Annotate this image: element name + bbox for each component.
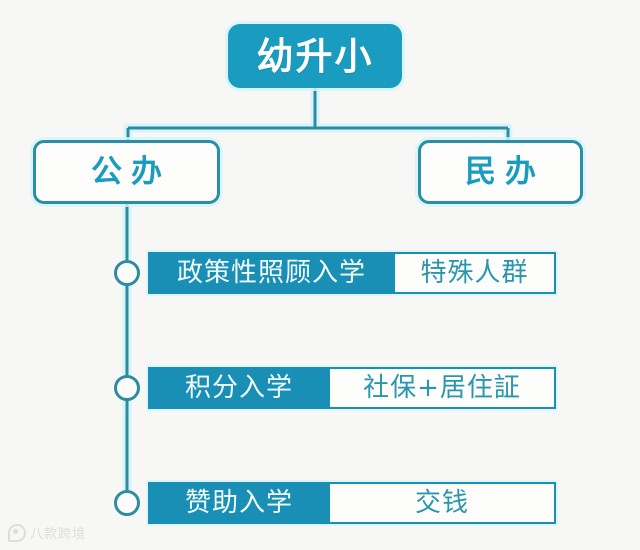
timeline-node-1[interactable] xyxy=(114,260,140,286)
item-3-label: 赞助入学 xyxy=(148,482,330,524)
owl-logo-icon xyxy=(8,523,26,542)
watermark: 八款跨境 xyxy=(8,523,86,542)
branch-node-private-label: 民办 xyxy=(465,153,545,190)
watermark-text: 八款跨境 xyxy=(30,527,87,542)
item-row[interactable]: 政策性照顾入学 特殊人群 xyxy=(148,252,556,294)
root-node-youshengxiao[interactable]: 幼升小 xyxy=(228,24,402,88)
item-2-value: 社保+居住証 xyxy=(330,367,556,409)
branch-node-private[interactable]: 民办 xyxy=(418,140,583,204)
item-2-label: 积分入学 xyxy=(148,367,330,409)
item-row[interactable]: 积分入学 社保+居住証 xyxy=(148,367,556,409)
timeline-node-2[interactable] xyxy=(114,375,140,401)
root-node-label: 幼升小 xyxy=(256,34,374,78)
branch-node-public-label: 公办 xyxy=(91,153,171,190)
item-3-value: 交钱 xyxy=(330,482,556,524)
branch-node-public[interactable]: 公办 xyxy=(33,140,220,204)
item-row[interactable]: 赞助入学 交钱 xyxy=(148,482,556,524)
timeline-node-3[interactable] xyxy=(114,490,140,516)
item-1-label: 政策性照顾入学 xyxy=(148,252,395,294)
item-1-value: 特殊人群 xyxy=(395,252,556,294)
